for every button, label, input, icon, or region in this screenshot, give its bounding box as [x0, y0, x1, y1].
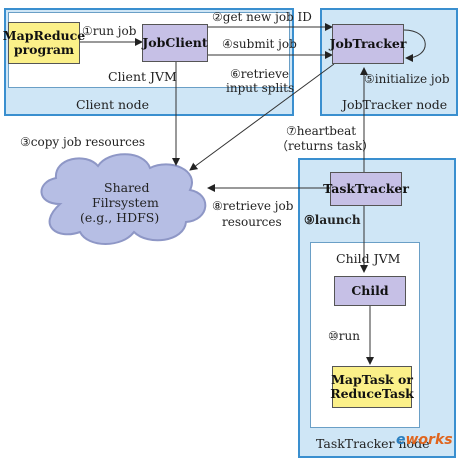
jobclient-box: JobClient	[142, 24, 208, 62]
child-jvm-label: Child JVM	[336, 251, 401, 266]
shared-filesystem-cloud	[40, 153, 207, 245]
tasktracker-label: TaskTracker	[323, 181, 409, 196]
child-label: Child	[351, 283, 389, 298]
jobtracker-node-label: JobTracker node	[342, 97, 448, 112]
task-box: MapTask or ReduceTask	[330, 366, 414, 408]
client-jvm-label: Client JVM	[108, 69, 177, 84]
step-get-job-id: ②get new job ID	[212, 10, 312, 24]
jobtracker-box: JobTracker	[329, 24, 407, 64]
step-run: ⑩run	[328, 329, 360, 343]
mapreduce-program-box: MapReduce program	[3, 22, 85, 64]
child-box: Child	[334, 276, 406, 306]
tasktracker-box: TaskTracker	[323, 172, 409, 206]
step-heartbeat-2: （returns task）	[276, 139, 375, 153]
watermark-works: works	[405, 432, 453, 448]
step-retrieve-splits-1: ⑥retrieve	[230, 67, 289, 81]
step-launch: ⑨launch	[304, 213, 361, 227]
tasktracker-node-label: TaskTracker node	[316, 436, 430, 451]
mapreduce-program-label: MapReduce program	[2, 28, 86, 57]
jobclient-label: JobClient	[142, 35, 208, 50]
step-heartbeat-1: ⑦heartbeat	[286, 124, 357, 138]
step-retrieve-splits-2: input splits	[226, 81, 295, 95]
arrow-initialize-job	[403, 29, 426, 62]
step-retrieve-job-resources-2: resources	[222, 215, 282, 229]
filesystem-line2: Filrsystem	[92, 195, 159, 210]
filesystem-line1: Shared	[104, 180, 150, 195]
filesystem-line3: (e.g., HDFS)	[80, 210, 160, 225]
task-label: MapTask or ReduceTask	[330, 372, 414, 401]
step-retrieve-job-resources-1: ⑧retrieve job	[212, 199, 294, 213]
client-node-label: Client node	[76, 97, 149, 112]
step-submit-job: ④submit job	[222, 37, 297, 51]
works-watermark-logo: eworks	[396, 432, 453, 448]
step-initialize-job: ⑤initialize job	[364, 72, 450, 86]
step-copy-resources: ③copy job resources	[20, 135, 146, 149]
step-run-job: ①run job	[82, 24, 137, 38]
watermark-e: e	[396, 432, 406, 448]
arrow-retrieve-splits	[189, 63, 335, 171]
jobtracker-label: JobTracker	[329, 36, 407, 51]
